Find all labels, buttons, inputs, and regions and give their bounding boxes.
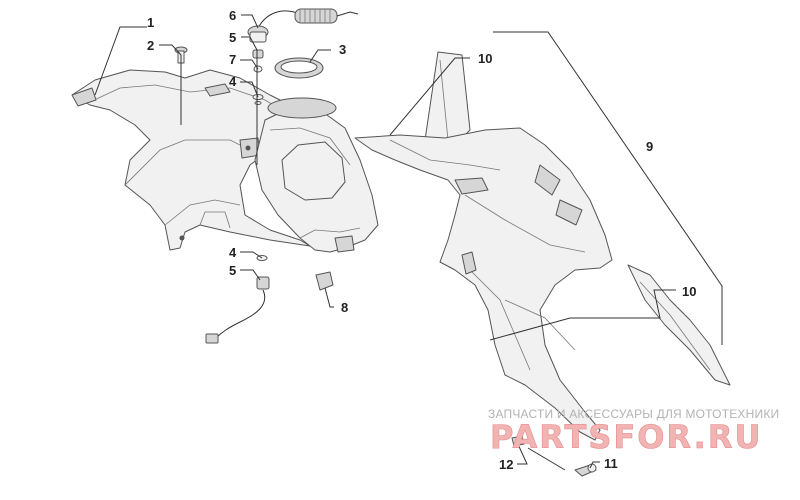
callout-10-upper: 10 (478, 51, 492, 66)
callout-4-lower: 4 (229, 245, 237, 260)
callout-6: 6 (229, 8, 236, 23)
side-panel-lower-part (627, 264, 731, 386)
watermark: ЗАПЧАСТИ И АКСЕССУАРЫ ДЛЯ МОТОТЕХНИКИ PA… (488, 407, 779, 456)
callout-1: 1 (147, 15, 154, 30)
right-side-body-part (354, 127, 613, 441)
callout-9: 9 (646, 139, 653, 154)
watermark-brand: PARTSFOR.RU (490, 418, 762, 456)
clip-part (315, 271, 334, 291)
callout-7: 7 (229, 52, 236, 67)
leader-lines (94, 14, 723, 471)
watermark-subtitle: ЗАПЧАСТИ И АКСЕССУАРЫ ДЛЯ МОТОТЕХНИКИ (488, 407, 779, 421)
front-cowl-part (71, 69, 326, 251)
callout-5-upper: 5 (229, 30, 236, 45)
cap-cable-part (247, 8, 359, 43)
callout-11: 11 (604, 456, 618, 471)
callout-5-lower: 5 (229, 263, 236, 278)
callout-10-lower: 10 (682, 284, 696, 299)
callout-labels: 1 2 3 4 4 5 5 6 7 8 9 10 10 11 12 (147, 8, 696, 472)
callout-8: 8 (341, 300, 348, 315)
nut-part (511, 435, 525, 447)
callout-3: 3 (339, 42, 346, 57)
ring-gasket-part (274, 57, 324, 79)
callout-2: 2 (147, 38, 154, 53)
connector-wire-part (205, 255, 270, 344)
callout-12: 12 (499, 457, 513, 472)
center-cowl-part (254, 97, 379, 253)
callout-4-upper: 4 (229, 74, 237, 89)
screw-part (574, 463, 597, 477)
